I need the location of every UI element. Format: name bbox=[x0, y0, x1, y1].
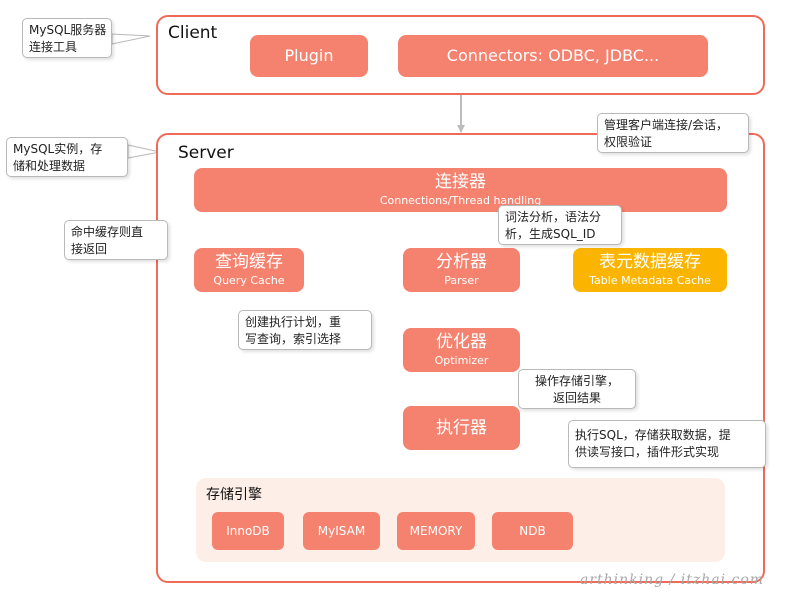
engine-label: InnoDB bbox=[226, 524, 270, 538]
storage-engine-area: 存储引擎 InnoDB MyISAM MEMORY NDB bbox=[196, 478, 725, 562]
note-line: 命中缓存则直 bbox=[71, 225, 144, 239]
parser-block: 分析器 Parser bbox=[403, 248, 520, 292]
note-server: MySQL实例，存 储和处理数据 bbox=[6, 137, 128, 177]
note-line: 创建执行计划，重 bbox=[245, 315, 342, 329]
engine-myisam: MyISAM bbox=[303, 512, 380, 550]
connector-subtitle: Connections/Thread handling bbox=[379, 194, 542, 207]
storage-title: 存储引擎 bbox=[206, 487, 262, 503]
note-line: 连接工具 bbox=[29, 40, 78, 54]
watermark-text: arthinking / itzhai.com bbox=[580, 572, 765, 588]
connector-block: 连接器 Connections/Thread handling bbox=[194, 168, 727, 212]
note-parser: 词法分析，语法分 析，生成SQL_ID bbox=[498, 205, 622, 245]
engine-label: NDB bbox=[519, 524, 546, 538]
metadata-cache-title: 表元数据缓存 bbox=[599, 252, 701, 272]
note-line: MySQL实例，存 bbox=[13, 142, 103, 156]
query-cache-title: 查询缓存 bbox=[215, 252, 283, 272]
note-line: 写查询，索引选择 bbox=[245, 332, 342, 346]
engine-label: MEMORY bbox=[409, 524, 463, 538]
parser-subtitle: Parser bbox=[444, 274, 479, 287]
plugin-label: Plugin bbox=[284, 46, 334, 65]
connectors-label: Connectors: ODBC, JDBC... bbox=[446, 46, 660, 65]
note-line: 供读写接口，插件形式实现 bbox=[575, 445, 720, 459]
engine-memory: MEMORY bbox=[397, 512, 475, 550]
engine-innodb: InnoDB bbox=[212, 512, 284, 550]
executor-title: 执行器 bbox=[436, 418, 487, 438]
note-executor: 操作存储引擎， 返回结果 bbox=[518, 369, 636, 409]
note-line: 执行SQL，存储获取数据，提 bbox=[575, 428, 731, 442]
note-line: 管理客户端连接/会话， bbox=[604, 118, 729, 132]
note-tail-client bbox=[111, 33, 151, 45]
connectors-block: Connectors: ODBC, JDBC... bbox=[398, 35, 708, 77]
note-line: MySQL服务器 bbox=[29, 23, 107, 37]
note-tail-server bbox=[127, 144, 161, 159]
optimizer-block: 优化器 Optimizer bbox=[403, 328, 520, 372]
server-title: Server bbox=[178, 143, 234, 163]
note-line: 返回结果 bbox=[552, 391, 601, 405]
engine-ndb: NDB bbox=[492, 512, 573, 550]
metadata-cache-subtitle: Table Metadata Cache bbox=[589, 274, 711, 287]
note-line: 权限验证 bbox=[604, 135, 653, 149]
query-cache-subtitle: Query Cache bbox=[213, 274, 285, 287]
note-client: MySQL服务器 连接工具 bbox=[22, 18, 112, 58]
note-connector: 管理客户端连接/会话， 权限验证 bbox=[597, 113, 749, 153]
metadata-cache-block: 表元数据缓存 Table Metadata Cache bbox=[573, 248, 727, 292]
parser-title: 分析器 bbox=[436, 252, 487, 272]
optimizer-title: 优化器 bbox=[436, 332, 487, 352]
note-cache: 命中缓存则直 接返回 bbox=[64, 220, 168, 260]
optimizer-subtitle: Optimizer bbox=[434, 354, 489, 367]
executor-block: 执行器 bbox=[403, 406, 520, 450]
note-line: 操作存储引擎， bbox=[534, 374, 619, 388]
connector-title: 连接器 bbox=[435, 172, 486, 192]
note-line: 析，生成SQL_ID bbox=[505, 227, 596, 241]
engine-label: MyISAM bbox=[317, 524, 366, 538]
note-line: 词法分析，语法分 bbox=[505, 210, 602, 224]
client-title: Client bbox=[168, 23, 218, 43]
note-line: 接返回 bbox=[71, 242, 108, 256]
client-panel: Client Plugin Connectors: ODBC, JDBC... bbox=[156, 15, 765, 95]
note-optimizer: 创建执行计划，重 写查询，索引选择 bbox=[238, 310, 372, 350]
query-cache-block: 查询缓存 Query Cache bbox=[194, 248, 304, 292]
note-line: 储和处理数据 bbox=[13, 159, 86, 173]
plugin-block: Plugin bbox=[250, 35, 368, 77]
note-storage: 执行SQL，存储获取数据，提 供读写接口，插件形式实现 bbox=[568, 420, 766, 468]
